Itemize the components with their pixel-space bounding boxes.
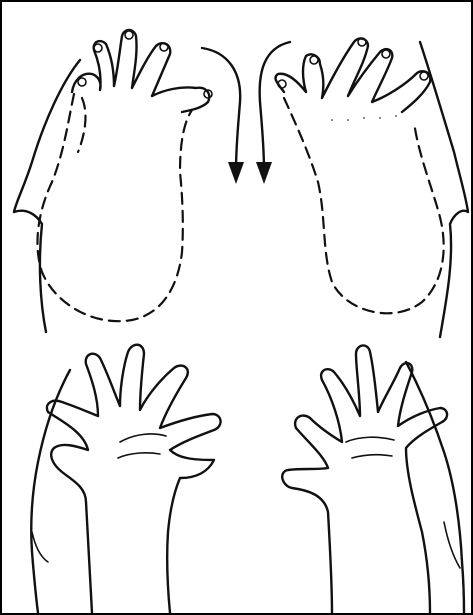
top-right-nail-3 — [382, 50, 390, 58]
top-left-nail-2 — [125, 31, 133, 39]
arrow-down-right-head — [256, 162, 272, 184]
top-left-fingers — [72, 30, 209, 112]
bottom-left-wrist-line — [32, 532, 48, 562]
bottom-right-arm-edge — [406, 362, 464, 613]
top-right-fingers — [276, 39, 431, 112]
top-left-nail-1 — [94, 44, 102, 52]
top-left-nail-5 — [78, 78, 86, 86]
bottom-left-arm-edge — [31, 370, 70, 613]
top-left-palm-inner — [78, 98, 85, 152]
arrow-down-left — [202, 48, 240, 170]
bottom-right-hand-outline — [282, 345, 447, 613]
arrows — [202, 42, 290, 184]
top-left-hand — [14, 30, 212, 332]
top-right-nail-1 — [310, 56, 318, 64]
top-left-palm-outline — [37, 94, 192, 321]
bottom-right-hand — [282, 345, 464, 613]
arrow-down-right — [260, 42, 290, 170]
top-right-palm-outline — [284, 98, 444, 313]
arrow-down-left-head — [228, 162, 244, 184]
bottom-right-wrist-line — [444, 522, 460, 568]
top-right-nail-4 — [420, 72, 428, 80]
top-right-palm-dots — [332, 116, 396, 120]
bottom-left-hand-outline — [47, 345, 221, 613]
top-right-hand — [276, 38, 468, 337]
bottom-left-palm-crease — [118, 434, 166, 458]
bottom-right-palm-crease — [346, 437, 394, 458]
top-left-forearm-edge — [14, 60, 80, 332]
bottom-left-hand — [31, 345, 220, 613]
